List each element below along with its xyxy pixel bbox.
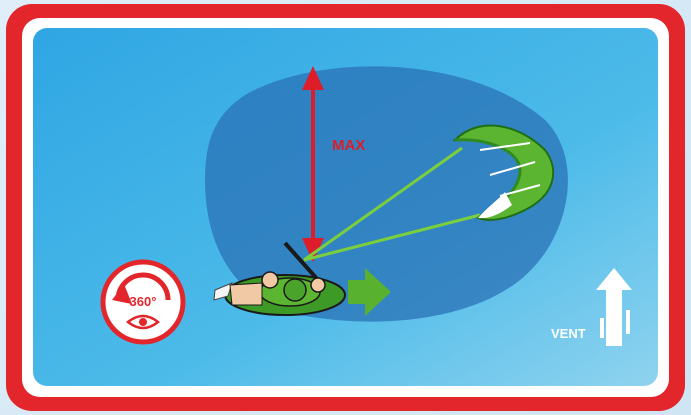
badge-label: 360° [130, 294, 157, 309]
wind-label: VENT [551, 326, 586, 341]
max-label: MAX [332, 137, 365, 154]
eye-icon [128, 316, 158, 328]
rotate-360-badge: 360° [103, 262, 183, 342]
